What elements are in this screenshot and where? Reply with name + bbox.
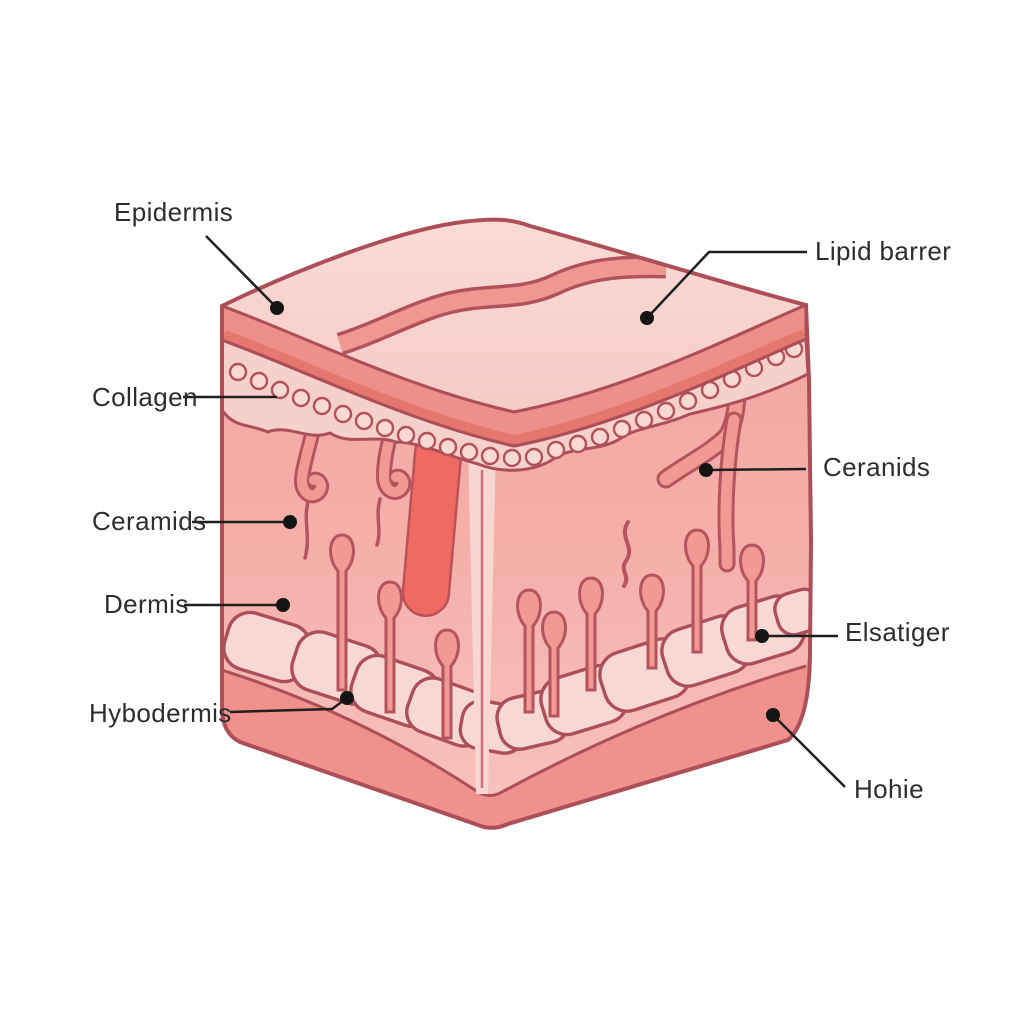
label-dermis: Dermis	[104, 589, 189, 619]
label-collagen: Collagen	[92, 382, 198, 412]
fat-lobule	[773, 587, 811, 637]
dermis-structures-right	[621, 378, 747, 588]
hohie-leader-dot	[766, 708, 780, 722]
sweat-bulbs-right	[516, 528, 765, 718]
label-epidermis: Epidermis	[114, 197, 234, 227]
epidermis-leader-dot	[270, 301, 284, 315]
ceramids-left-leader-dot	[283, 515, 297, 529]
epidermal-cells	[228, 339, 804, 468]
label-elsatiger: Elsatiger	[845, 617, 950, 647]
dermis-structures-left	[294, 420, 412, 560]
label-ceranids-right: Ceranids	[823, 452, 931, 482]
leader-dots	[270, 301, 780, 722]
bulb-stalk	[739, 543, 765, 642]
hypodermis-boundary-line	[222, 664, 807, 797]
label-hohie: Hohie	[854, 774, 924, 804]
lipid-barrier-leader-dot	[640, 311, 654, 325]
epidermis-leader-line	[205, 235, 278, 309]
label-lipid-barrier: Lipid barrer	[815, 236, 952, 266]
sweat-bulbs-left	[329, 533, 460, 740]
bulb-stalk	[541, 610, 567, 718]
leader-lines	[183, 235, 846, 788]
hypodermis-leader-dot	[340, 691, 354, 705]
bulb-stalk	[329, 533, 355, 692]
bulb-stalk	[639, 573, 665, 670]
lipid-barrier-leader-line	[646, 250, 807, 319]
ceranids-right-leader-line	[705, 467, 807, 472]
lipid-barrier-ribbon	[336, 255, 667, 356]
nerve-fibril	[375, 497, 382, 547]
bulb-stalk	[434, 628, 460, 740]
label-hypodermis: Hybodermis	[89, 698, 232, 728]
skin-block-outline	[220, 217, 814, 830]
bulb-stalk	[516, 588, 542, 714]
bulb-stalk	[578, 576, 604, 692]
epidermis-band-bottom-line	[222, 337, 807, 448]
epidermis-band-stripe	[222, 329, 806, 446]
hair-follicle-channel	[468, 446, 496, 794]
dermis-leader-dot	[276, 598, 290, 612]
label-ceramids-left: Ceramids	[92, 506, 207, 536]
hypodermis-band	[222, 655, 810, 828]
hohie-leader-line	[772, 714, 846, 788]
bulb-stalk	[684, 528, 710, 654]
bulb-stalk	[377, 580, 403, 714]
ceranids-right-leader-dot	[699, 463, 713, 477]
nerve-squiggle	[621, 520, 632, 588]
nerve-fibril	[303, 500, 310, 560]
elsatiger-leader-dot	[755, 629, 769, 643]
